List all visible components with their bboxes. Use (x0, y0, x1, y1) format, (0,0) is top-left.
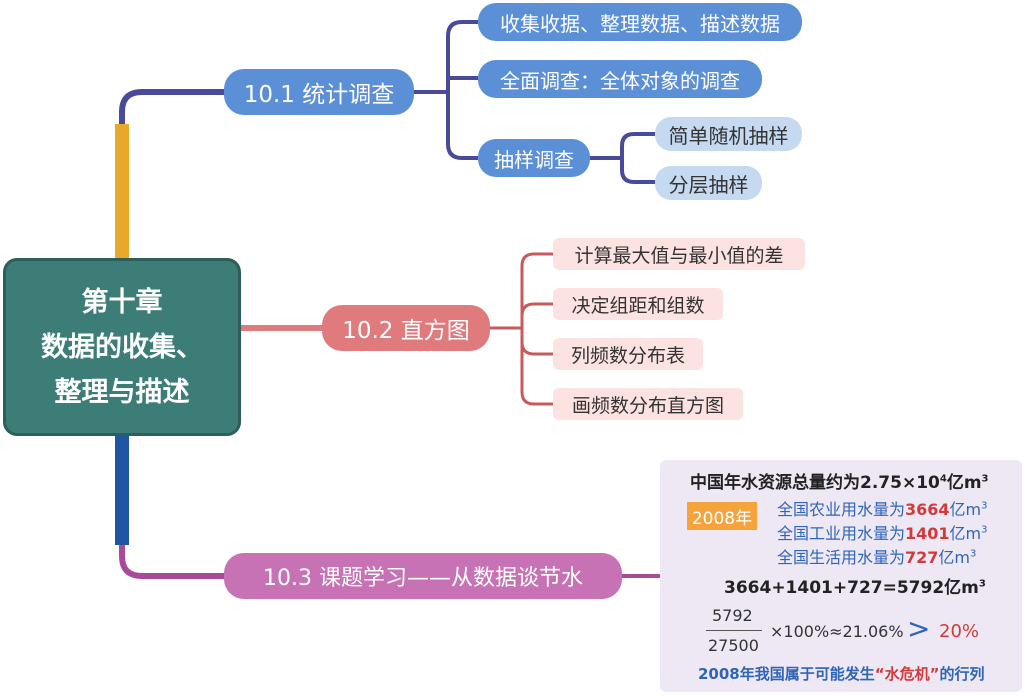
root-topic: 第十章 数据的收集、 整理与描述 (3, 258, 241, 436)
fraction-numerator: 5792 (712, 606, 753, 625)
panel-title: 中国年水资源总量约为2.75×104亿m3 (690, 473, 989, 493)
fraction-denominator: 27500 (708, 636, 759, 655)
section-10-2: 10.2 直方图 (322, 305, 490, 351)
agriculture-usage: 全国农业用水量为3664亿m3 (777, 500, 988, 519)
usage-sum: 3664+1401+727=5792亿m3 (724, 578, 986, 598)
s1-child-sampling: 抽样调查 (478, 139, 590, 177)
greater-than-sign: > (907, 612, 931, 645)
s2-step-table: 列频数分布表 (553, 338, 703, 370)
s2-step-range: 计算最大值与最小值的差 (553, 238, 805, 270)
fraction-bar (706, 630, 762, 631)
s2-step-histogram: 画频数分布直方图 (553, 388, 743, 420)
conclusion-text: 2008年我国属于可能发生“水危机”的行列 (698, 665, 985, 683)
link-root-s3 (119, 545, 224, 579)
water-data-panel: 中国年水资源总量约为2.75×104亿m3 2008年 全国农业用水量为3664… (660, 460, 1022, 692)
s2-step-groups: 决定组距和组数 (553, 288, 723, 320)
domestic-usage: 全国生活用水量为727亿m3 (777, 548, 977, 567)
s1-child-collect: 收集收据、整理数据、描述数据 (478, 3, 802, 41)
percentage-calc: ×100%≈21.06% (770, 622, 904, 641)
s1-child-census: 全面调查：全体对象的调查 (478, 60, 762, 98)
root-line-2: 数据的收集、 (41, 331, 203, 363)
link-s2-children (490, 252, 553, 406)
link-s1-children (414, 20, 478, 160)
link-root-s1 (119, 89, 224, 124)
threshold-percent: 20% (939, 621, 980, 642)
sampling-stratified: 分层抽样 (655, 166, 762, 200)
section-10-1: 10.1 统计调查 (224, 69, 414, 115)
section-10-3: 10.3 课题学习——从数据谈节水 (224, 553, 622, 599)
root-line-1: 第十章 (81, 286, 163, 318)
year-badge: 2008年 (687, 502, 757, 530)
sampling-simple-random: 简单随机抽样 (655, 117, 802, 151)
link-sampling-children (590, 132, 655, 184)
root-line-3: 整理与描述 (54, 376, 190, 408)
industry-usage: 全国工业用水量为1401亿m3 (777, 524, 988, 543)
